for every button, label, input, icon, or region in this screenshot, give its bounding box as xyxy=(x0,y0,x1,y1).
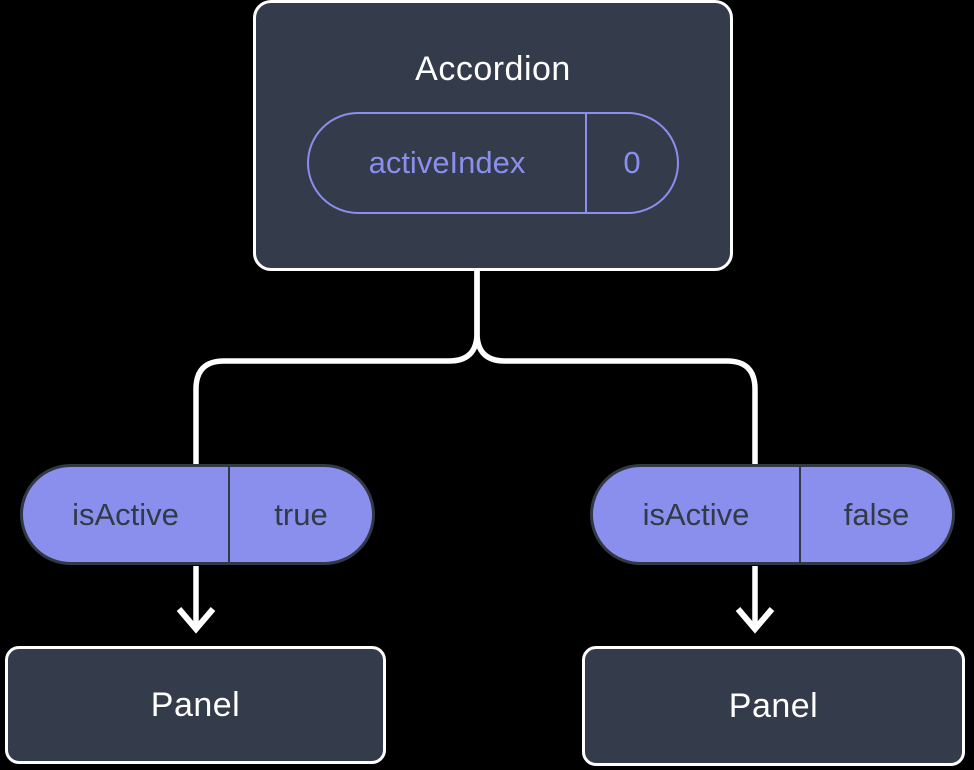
prop-value-label: true xyxy=(274,496,328,532)
prop-pill-isactive-true: isActive true xyxy=(20,464,375,565)
panel-component-box-left: Panel xyxy=(5,646,386,764)
accordion-title: Accordion xyxy=(415,50,571,88)
arrow-right-head xyxy=(735,607,775,634)
prop-name-label: isActive xyxy=(23,467,230,562)
state-value-label: 0 xyxy=(623,145,641,180)
state-name-label: activeIndex xyxy=(309,114,587,212)
prop-pill-isactive-false: isActive false xyxy=(590,464,955,565)
fork-line-right xyxy=(474,271,758,464)
prop-value-label: false xyxy=(843,496,910,532)
prop-name-label: isActive xyxy=(593,467,801,562)
fork-line-left xyxy=(193,271,480,464)
accordion-component-box: Accordion activeIndex 0 xyxy=(253,0,733,271)
state-pill: activeIndex 0 xyxy=(307,112,679,214)
panel-component-box-right: Panel xyxy=(582,646,965,766)
arrow-left-head xyxy=(176,607,216,634)
